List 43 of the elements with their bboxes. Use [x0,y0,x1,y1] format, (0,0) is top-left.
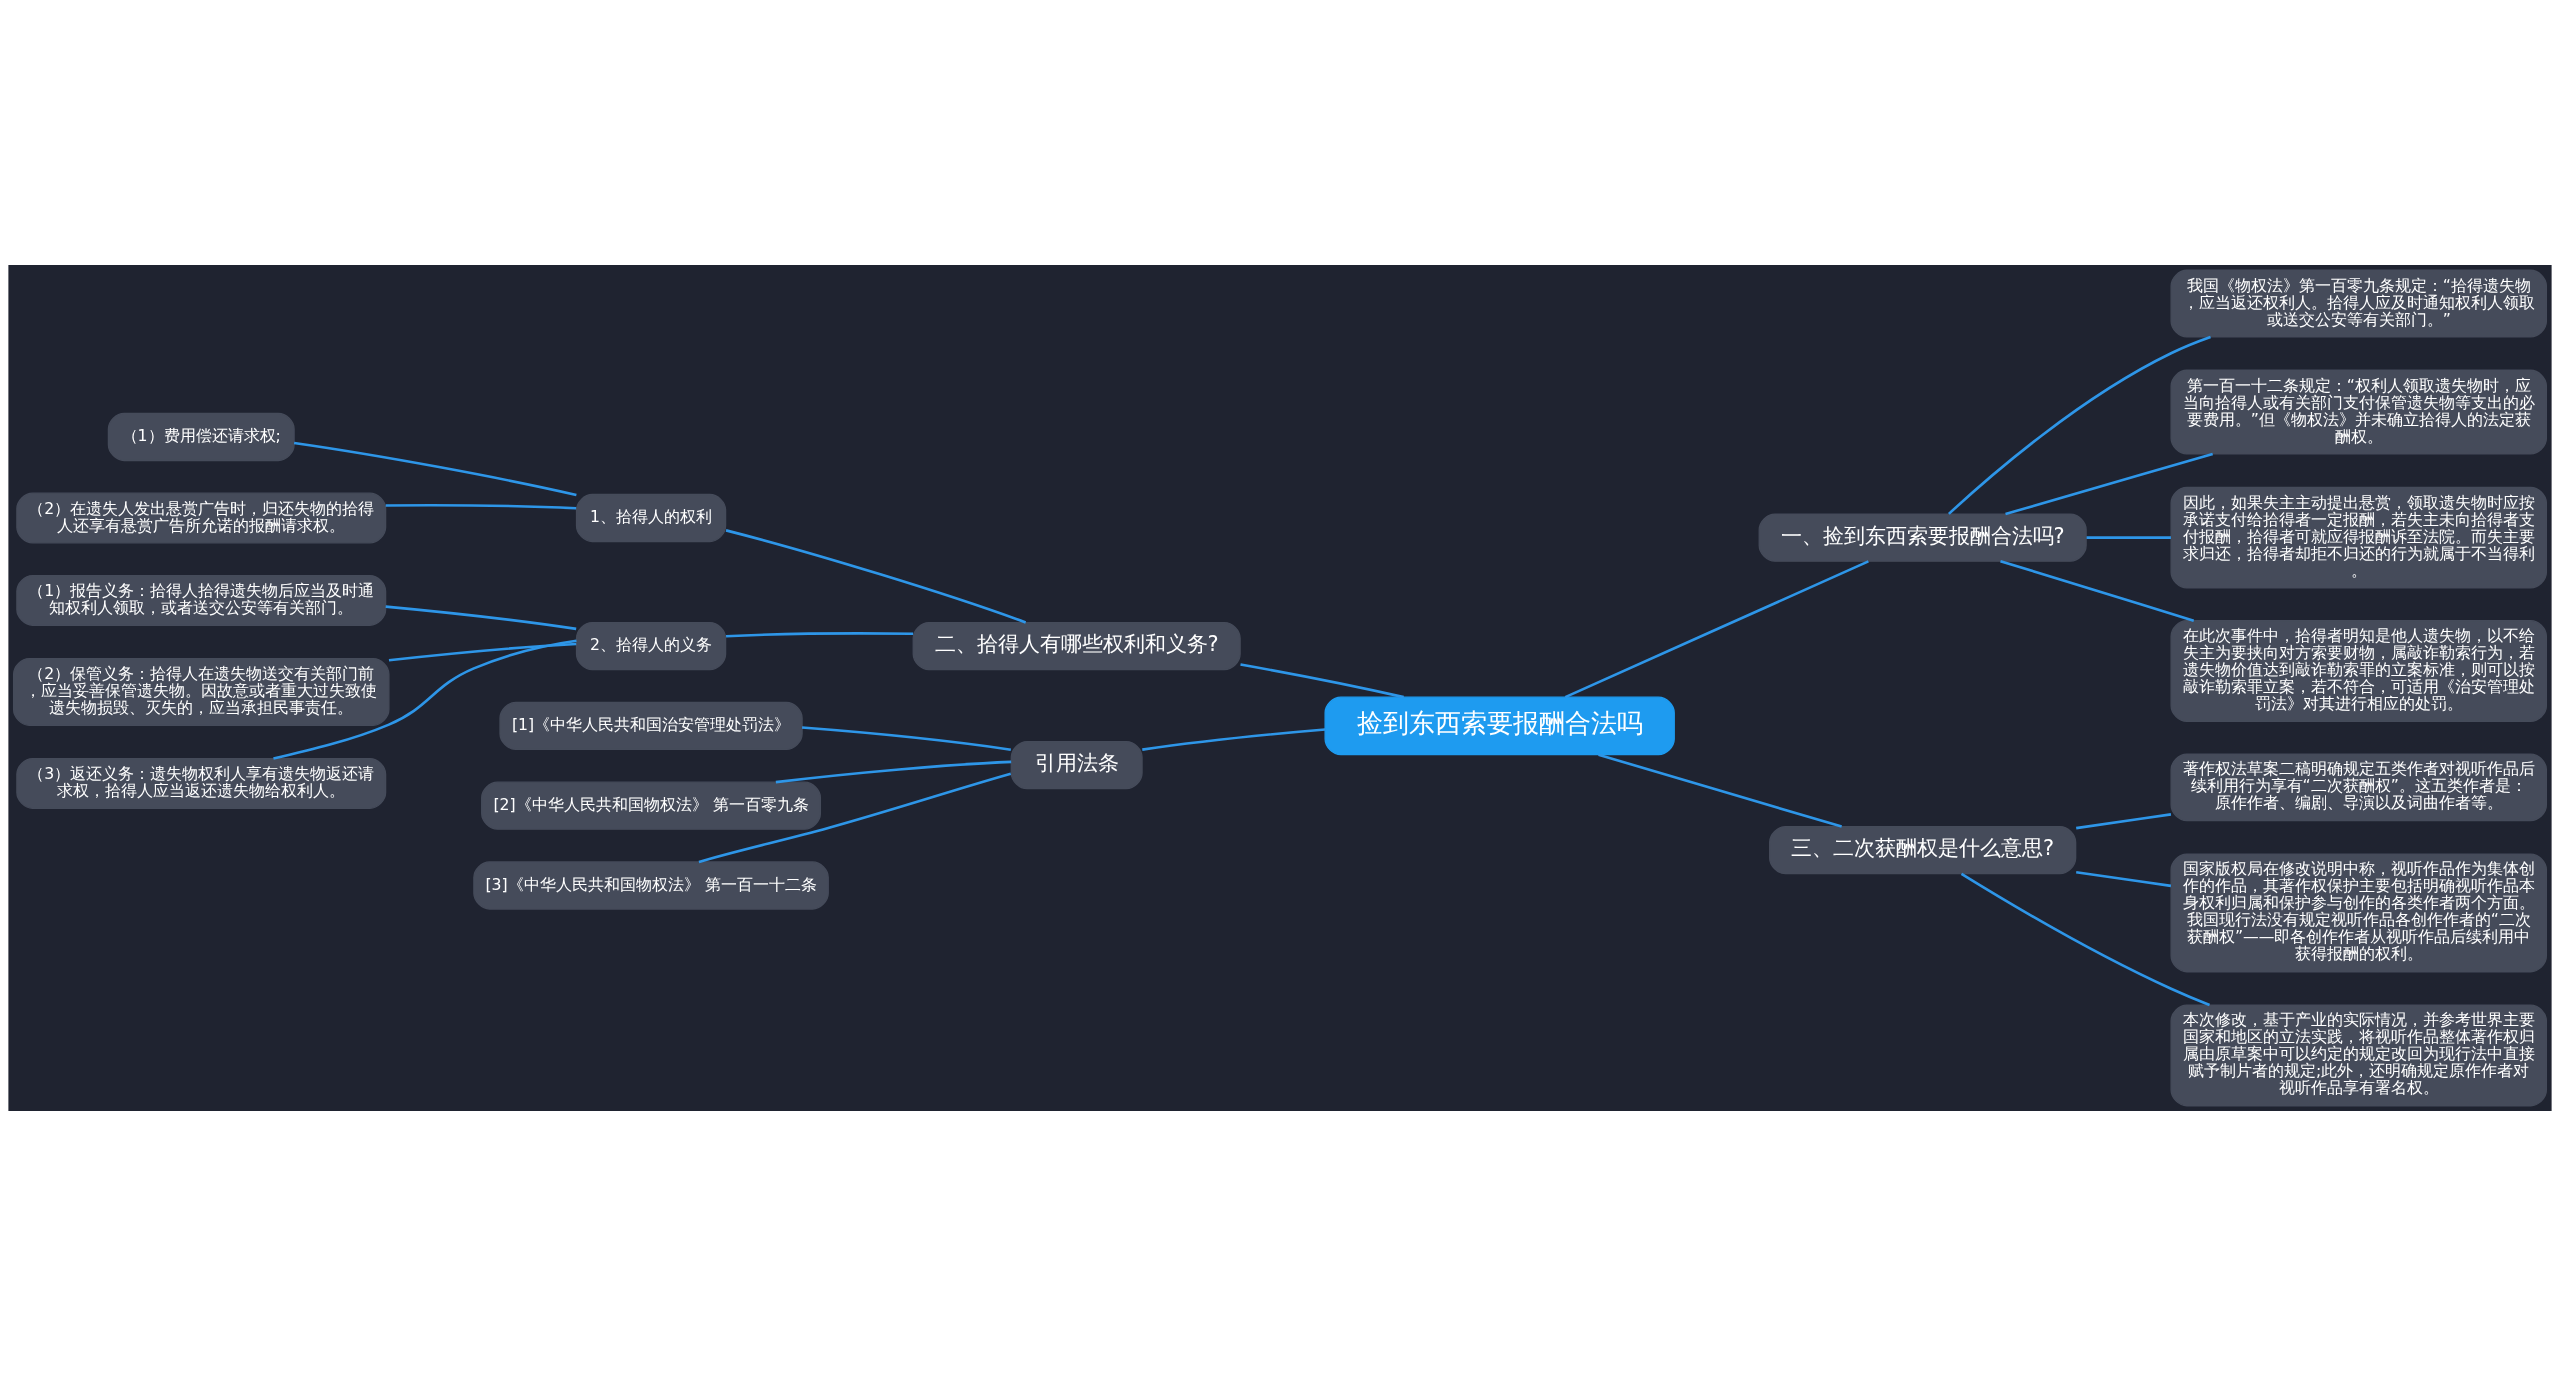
node-box: 国家版权局在修改说明中称，视听作品作为集体创作的作品，其著作权保护主要包括明确视听作品本身权利归属和保护参与创作的各类作者两个方面。我国现行法没有规定视听作品各创作作者的“二次获酬权”——即各创作作者从视听作品后续利用中获得报酬的权利。 [2170,852,2548,972]
connector [725,528,1027,624]
connector [385,604,577,630]
node-box: 本次修改，基于产业的实际情况，并参考世界主要国家和地区的立法实践，将视听作品整体著作权归属由原草案中可以约定的规定改回为现行法中直接赋予制片者的规定;此外，还明确规定原作作者对视听作品享有署名权。 [2170,1003,2548,1106]
connector [726,631,914,637]
node-box: （1）报告义务：拾得人拾得遗失物后应当及时通知权利人领取，或者送交公安等有关部门。 [16,574,387,626]
connector [698,771,1012,863]
node-box: （3）返还义务：遗失物权利人享有遗失物返还请求权，拾得人应当返还遗失物给权利人。 [16,757,387,809]
connector [2000,559,2195,622]
node-box: 一、捡到东西索要报酬合法吗? [1758,512,2087,562]
node-box: [1]《中华人民共和国治安管理处罚法》 [499,701,803,750]
connector [1947,335,2211,515]
connector [1240,662,1404,698]
connector [802,725,1012,751]
connector [385,503,577,510]
node-box: [2]《中华人民共和国物权法》 第一百零九条 [481,781,822,830]
node-box: 1、拾得人的权利 [575,493,727,542]
connector [1564,559,1869,698]
node-box: （2）在遗失人发出悬赏广告时，归还失物的拾得人还享有悬赏广告所允诺的报酬请求权。 [16,492,387,543]
connector [388,642,577,662]
node-box: 在此次事件中，拾得者明知是他人遗失物，以不给失主为要挟向对方索要财物，属敲诈勒索行为，若遗失物价值达到敲诈勒索罪的立案标准，则可以按敲诈勒索罪立案，若不符合，可适用《治安管理处罚法》对其进行相应的处罚。 [2170,619,2548,722]
connector [1598,752,1842,828]
connector [2005,452,2214,515]
connector [2086,535,2171,539]
connector [2076,870,2172,887]
connector [2076,812,2172,829]
connector [1960,872,2211,1006]
connector [1142,727,1326,751]
node-box: 三、二次获酬权是什么意思? [1769,825,2077,874]
node-box: （1）费用偿还请求权; [107,412,295,461]
node-box: 我国《物权法》第一百零九条规定：“拾得遗失物，应当返还权利人。拾得人应及时通知权利人领取或送交公安等有关部门。” [2170,269,2548,338]
connector [293,441,577,496]
node-box: 著作权法草案二稿明确规定五类作者对视听作品后续利用行为享有“二次获酬权”。这五类作者是：原作作者、编剧、导演以及词曲作者等。 [2170,752,2548,821]
node-box: 第一百一十二条规定：“权利人领取遗失物时，应当向拾得人或有关部门支付保管遗失物等支出的必要费用。”但《物权法》并未确立拾得人的法定获酬权。 [2170,369,2548,455]
node-box: 二、拾得人有哪些权利和义务? [912,621,1241,670]
node-box: 捡到东西索要报酬合法吗 [1324,696,1675,755]
node-box: [3]《中华人民共和国物权法》 第一百一十二条 [473,860,829,910]
connector [775,760,1012,783]
node-box: 引用法条 [1010,740,1143,789]
node-box: 因此，如果失主主动提出悬赏，领取遗失物时应按承诺支付给拾得者一定报酬，若失主未向拾得者支付报酬，拾得者可就应得报酬诉至法院。而失主要求归还，拾得者却拒不归还的行为就属于不当得利。 [2170,486,2548,589]
node-box: （2）保管义务：拾得人在遗失物送交有关部门前，应当妥善保管遗失物。因故意或者重大过失致使遗失物损毁、灭失的，应当承担民事责任。 [12,657,390,726]
connector [273,639,577,760]
node-box: 2、拾得人的义务 [575,621,727,670]
